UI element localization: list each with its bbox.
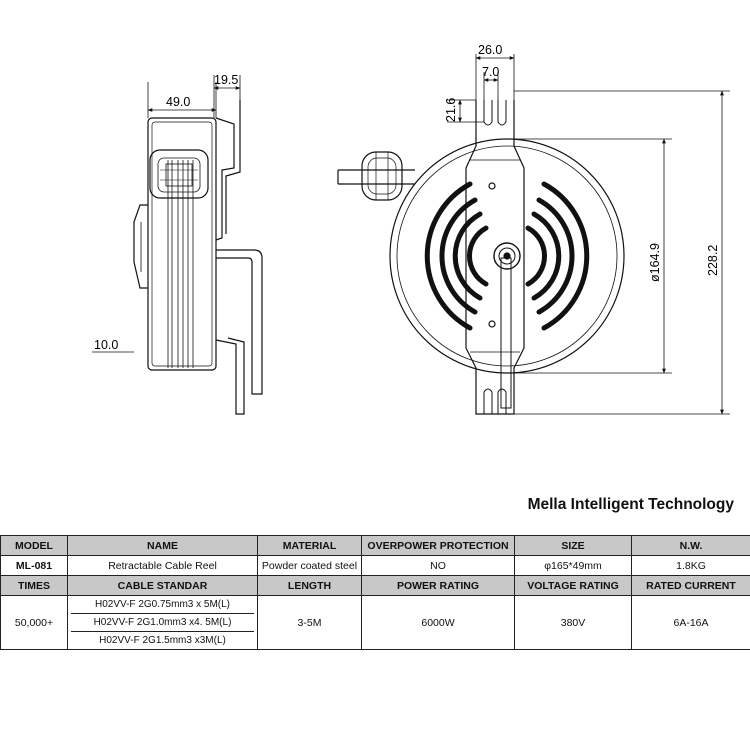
cell-current: 6A-16A — [631, 595, 750, 650]
cable-line: H02VV-F 2G1.0mm3 x4. 5M(L) — [71, 614, 254, 632]
header-overpower: OVERPOWER PROTECTION — [361, 535, 515, 556]
header-length: LENGTH — [257, 575, 362, 596]
header-material: MATERIAL — [257, 535, 362, 556]
front-view — [337, 100, 625, 415]
cell-length: 3-5M — [257, 595, 362, 650]
header-size: SIZE — [514, 535, 632, 556]
dim-drum-diameter: ø164.9 — [648, 243, 662, 282]
dim-slot-width: 7.0 — [482, 65, 499, 79]
cell-nw: 1.8KG — [631, 555, 750, 576]
cable-list: H02VV-F 2G0.75mm3 x 5M(L) H02VV-F 2G1.0m… — [69, 597, 257, 649]
brand-name: Mella Intelligent Technology — [527, 496, 734, 513]
cable-line: H02VV-F 2G1.5mm3 x3M(L) — [99, 635, 226, 646]
dim-base-offset: 10.0 — [94, 338, 118, 352]
header-current: RATED CURRENT — [631, 575, 750, 596]
header-nw: N.W. — [631, 535, 750, 556]
header-model: MODEL — [0, 535, 68, 556]
cell-model: ML-081 — [0, 555, 68, 576]
cell-power: 6000W — [361, 595, 515, 650]
spec-table: MODEL NAME MATERIAL OVERPOWER PROTECTION… — [0, 535, 750, 650]
dim-side-width: 49.0 — [166, 95, 190, 109]
cell-name: Retractable Cable Reel — [67, 555, 258, 576]
header-name: NAME — [67, 535, 258, 556]
dim-front-width: 26.0 — [478, 43, 502, 57]
spec-header-row-2: TIMES CABLE STANDAR LENGTH POWER RATING … — [0, 575, 750, 596]
cell-size: φ165*49mm — [514, 555, 632, 576]
dim-bracket-offset: 19.5 — [214, 73, 238, 87]
dim-slot-depth: 21.6 — [444, 98, 458, 122]
technical-drawing: 49.0 19.5 10.0 — [92, 43, 730, 415]
cable-line: H02VV-F 2G0.75mm3 x 5M(L) — [71, 597, 254, 614]
cell-overpower: NO — [361, 555, 515, 576]
header-times: TIMES — [0, 575, 68, 596]
spec-row-2: 50,000+ H02VV-F 2G0.75mm3 x 5M(L) H02VV-… — [0, 595, 750, 650]
spec-header-row-1: MODEL NAME MATERIAL OVERPOWER PROTECTION… — [0, 535, 750, 556]
spec-row-1: ML-081 Retractable Cable Reel Powder coa… — [0, 555, 750, 576]
cell-cables: H02VV-F 2G0.75mm3 x 5M(L) H02VV-F 2G1.0m… — [67, 595, 258, 650]
header-cable: CABLE STANDAR — [67, 575, 258, 596]
dim-total-height: 228.2 — [706, 245, 720, 276]
side-view — [133, 100, 263, 415]
side-dimensions — [92, 75, 241, 353]
header-voltage: VOLTAGE RATING — [514, 575, 632, 596]
cell-times: 50,000+ — [0, 595, 68, 650]
header-power: POWER RATING — [361, 575, 515, 596]
cell-voltage: 380V — [514, 595, 632, 650]
cell-material: Powder coated steel — [257, 555, 362, 576]
front-dimensions — [447, 54, 730, 415]
